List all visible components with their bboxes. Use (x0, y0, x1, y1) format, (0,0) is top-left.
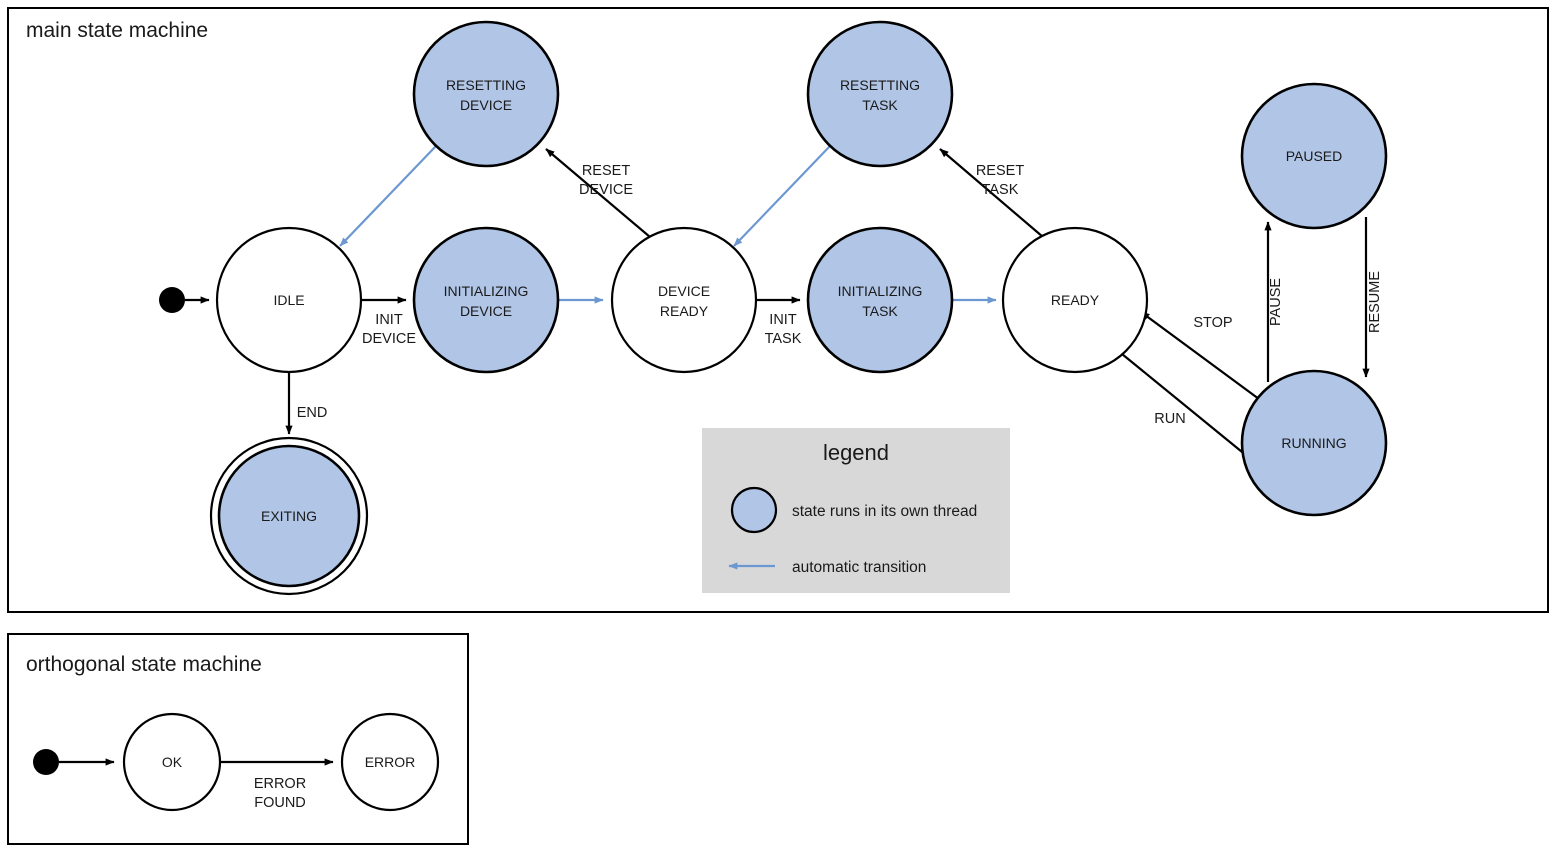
transition-label-init-device-line2: DEVICE (362, 331, 416, 347)
state-running-label: RUNNING (1281, 435, 1346, 451)
main-initial-pseudostate[interactable] (159, 287, 185, 313)
transition-device-ready-to-initializing-task: INIT TASK (756, 296, 802, 347)
state-idle[interactable]: IDLE (215, 226, 363, 374)
state-initializing-device[interactable]: INITIALIZING DEVICE (412, 226, 560, 374)
state-device-ready-label-line2: READY (660, 303, 709, 319)
transition-label-reset-device-line2: DEVICE (579, 182, 633, 198)
state-resetting-task-label-line1: RESETTING (840, 77, 920, 93)
legend-item-thread-state-label: state runs in its own thread (792, 503, 977, 520)
transition-running-to-ready: STOP (1140, 311, 1264, 403)
transition-label-stop: STOP (1193, 315, 1232, 331)
state-paused-shape[interactable] (1240, 82, 1388, 230)
transition-ok-to-error: ERROR FOUND (220, 758, 334, 811)
state-resetting-device-label-line1: RESETTING (446, 77, 526, 93)
state-exiting[interactable]: EXITING (209, 436, 369, 596)
state-initializing-task-label-line2: TASK (862, 303, 898, 319)
state-running[interactable]: RUNNING (1240, 369, 1388, 517)
state-resetting-task-shape[interactable] (806, 20, 954, 168)
state-error[interactable]: ERROR (340, 712, 440, 812)
orthogonal-initial-pseudostate[interactable] (33, 749, 59, 775)
transition-label-error-found-line1: ERROR (254, 776, 306, 792)
state-initializing-task[interactable]: INITIALIZING TASK (806, 226, 954, 374)
state-running-shape[interactable] (1240, 369, 1388, 517)
state-resetting-task-label-line2: TASK (862, 97, 898, 113)
orthogonal-frame-title: orthogonal state machine (26, 653, 262, 676)
state-error-shape[interactable] (340, 712, 440, 812)
legend-thread-state-icon (730, 486, 778, 534)
state-resetting-device-label-line2: DEVICE (460, 97, 512, 113)
state-exiting-label: EXITING (261, 508, 317, 524)
transition-resetting-task-to-device-ready (733, 145, 831, 247)
transition-ready-to-resetting-task: RESET TASK (939, 148, 1044, 238)
state-initializing-device-label-line2: DEVICE (460, 303, 512, 319)
transition-resetting-device-to-idle (339, 145, 437, 247)
transition-label-error-found-line2: FOUND (254, 795, 306, 811)
state-ready[interactable]: READY (1001, 226, 1149, 374)
state-device-ready[interactable]: DEVICE READY (610, 226, 758, 374)
transition-label-init-task-line1: INIT (769, 312, 797, 328)
state-device-ready-shape[interactable] (610, 226, 758, 374)
state-idle-shape[interactable] (215, 226, 363, 374)
transition-device-ready-to-resetting-device: RESET DEVICE (545, 148, 651, 238)
transition-paused-to-running: RESUME (1362, 217, 1383, 378)
transition-idle-to-exiting: END (285, 372, 328, 435)
orthogonal-states: OK ERROR (33, 712, 440, 812)
state-resetting-task[interactable]: RESETTING TASK (806, 20, 954, 168)
state-paused-label: PAUSED (1286, 148, 1343, 164)
transition-running-to-paused: PAUSE (1264, 221, 1284, 382)
state-exiting-final-ring (209, 436, 369, 596)
state-initializing-device-shape[interactable] (412, 226, 560, 374)
main-states: IDLE RESETTING DEVICE INITIALIZING DEVIC… (159, 20, 1388, 596)
legend-item-auto-transition-label: automatic transition (792, 559, 926, 576)
transition-idle-to-initializing-device: INIT DEVICE (361, 296, 416, 347)
state-resetting-device[interactable]: RESETTING DEVICE (412, 20, 560, 168)
state-ready-label: READY (1051, 292, 1100, 308)
state-device-ready-label-line1: DEVICE (658, 283, 710, 299)
state-exiting-shape[interactable] (217, 444, 361, 588)
state-idle-label: IDLE (273, 292, 304, 308)
transition-label-init-task-line2: TASK (765, 331, 802, 347)
transition-label-reset-device-line1: RESET (582, 163, 630, 179)
transition-label-reset-task-line2: TASK (982, 182, 1019, 198)
legend-title: legend (823, 440, 889, 465)
main-frame-title: main state machine (26, 19, 208, 42)
state-initializing-device-label-line1: INITIALIZING (444, 283, 529, 299)
transition-label-run: RUN (1154, 411, 1185, 427)
state-initializing-task-label-line1: INITIALIZING (838, 283, 923, 299)
state-ok-label: OK (162, 754, 183, 770)
transition-label-pause: PAUSE (1268, 278, 1284, 326)
orthogonal-transitions: ERROR FOUND (59, 758, 334, 811)
transition-ready-to-running: RUN (1121, 353, 1259, 466)
transition-label-end: END (297, 405, 328, 421)
transition-label-reset-task-line1: RESET (976, 163, 1024, 179)
state-resetting-device-shape[interactable] (412, 20, 560, 168)
legend: legend state runs in its own thread auto… (702, 428, 1010, 593)
state-ready-shape[interactable] (1001, 226, 1149, 374)
transition-label-resume: RESUME (1367, 271, 1383, 333)
main-transitions: INIT DEVICE END RESET DEVICE (185, 145, 1383, 466)
state-ok-shape[interactable] (122, 712, 222, 812)
state-initializing-task-shape[interactable] (806, 226, 954, 374)
state-paused[interactable]: PAUSED (1240, 82, 1388, 230)
state-error-label: ERROR (365, 754, 416, 770)
transition-label-init-device-line1: INIT (375, 312, 403, 328)
state-ok[interactable]: OK (122, 712, 222, 812)
